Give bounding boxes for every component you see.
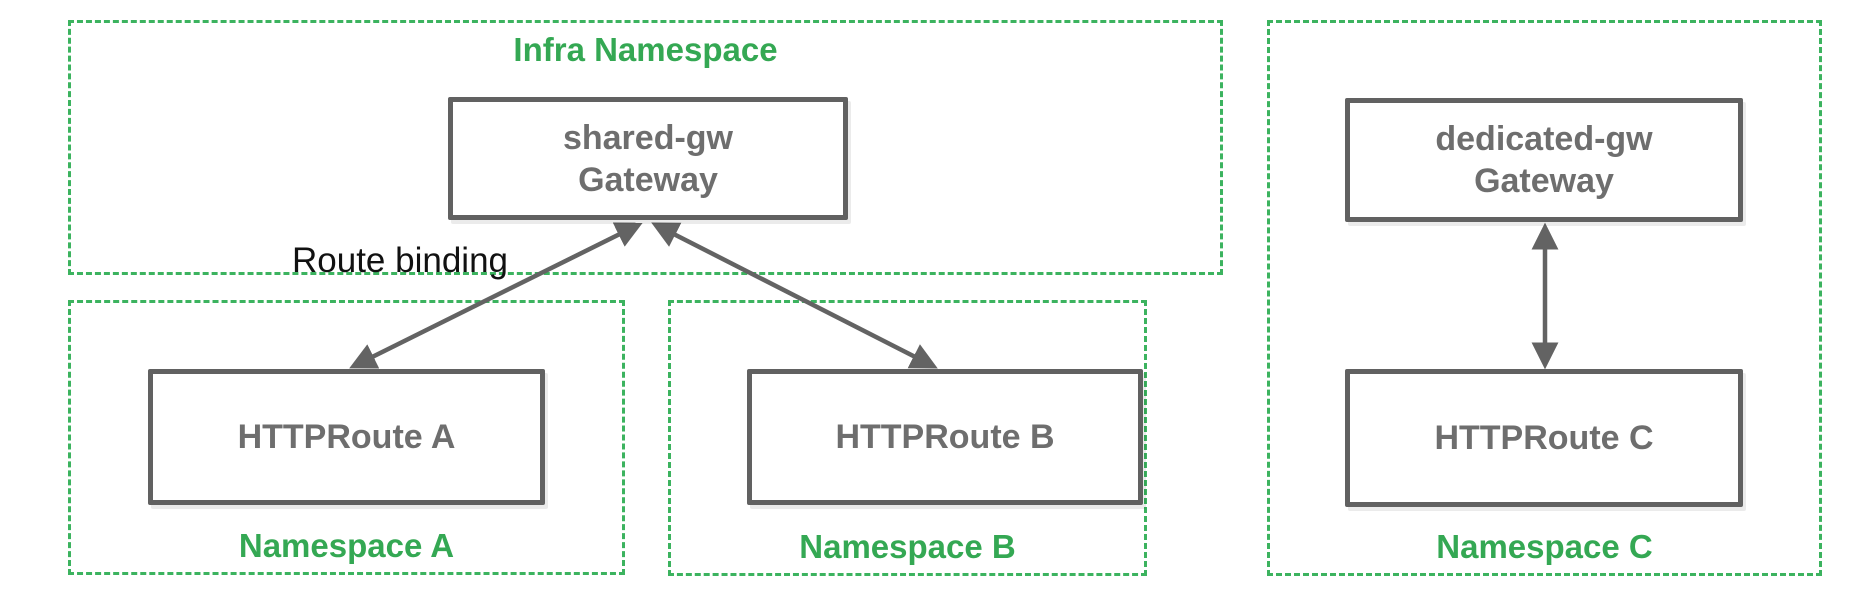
shared-gw-gateway-node: shared-gw Gateway (448, 97, 848, 220)
httproute-c-label: HTTPRoute C (1434, 419, 1654, 457)
dedicated-gw-gateway-name: dedicated-gw (1435, 120, 1653, 158)
namespace-c-label: Namespace C (1436, 528, 1653, 565)
namespace-infra-label: Infra Namespace (513, 31, 778, 68)
namespace-a-label: Namespace A (238, 527, 455, 564)
route-binding-label: Route binding (292, 241, 508, 280)
namespace-c-boundary: Namespace C (1267, 20, 1822, 576)
shared-gw-gateway-kind: Gateway (578, 160, 718, 199)
namespace-b-label: Namespace B (799, 528, 1016, 565)
namespace-infra-boundary: Infra Namespace (68, 20, 1223, 275)
httproute-c-node: HTTPRoute C (1345, 369, 1743, 507)
httproute-a-node: HTTPRoute A (148, 369, 545, 505)
httproute-b-node: HTTPRoute B (747, 369, 1143, 505)
shared-gw-gateway-name: shared-gw (562, 118, 734, 157)
dedicated-gw-gateway-kind: Gateway (1474, 162, 1614, 200)
route-binding-arrow-a (349, 222, 643, 369)
route-binding-arrow-b (651, 222, 938, 369)
dedicated-gw-gateway-node: dedicated-gw Gateway (1345, 98, 1743, 222)
httproute-b-label: HTTPRoute B (835, 418, 1055, 456)
namespace-a-boundary: Namespace A (68, 300, 625, 575)
httproute-a-label: HTTPRoute A (237, 418, 456, 456)
